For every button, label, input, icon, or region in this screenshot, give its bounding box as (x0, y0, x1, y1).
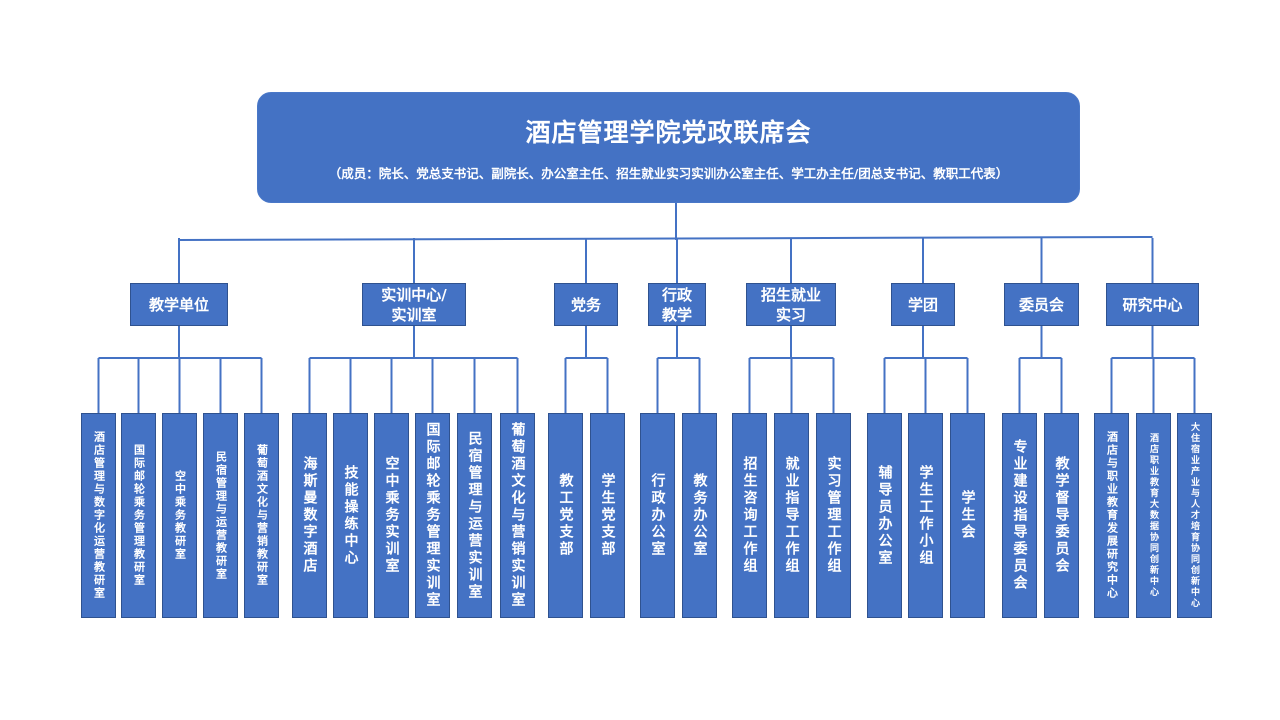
sub-unit-label: 教学督导委员会 (1053, 456, 1070, 575)
sub-unit-label: 葡萄酒文化与营销实训室 (509, 422, 526, 609)
root-subtitle: （成员：院长、党总支书记、副院长、办公室主任、招生就业实习实训办公室主任、学工办… (328, 166, 1009, 181)
sub-unit-label: 民宿管理与运营教研室 (214, 450, 228, 581)
sub-unit-node[interactable]: 酒店与职业教育发展研究中心 (1094, 413, 1129, 618)
unit-student-league[interactable]: 学团 (891, 283, 955, 326)
sub-unit-node[interactable]: 空中乘务实训室 (374, 413, 409, 618)
unit-party-affairs[interactable]: 党务 (554, 283, 618, 326)
sub-unit-label: 空中乘务教研室 (173, 470, 187, 561)
sub-unit-node[interactable]: 教务办公室 (682, 413, 717, 618)
sub-unit-label: 招生咨询工作组 (741, 456, 758, 575)
sub-unit-label: 海斯曼数字酒店 (301, 456, 318, 575)
sub-unit-node[interactable]: 大住宿业产业与人才培育协同创新中心 (1177, 413, 1212, 618)
sub-unit-node[interactable]: 海斯曼数字酒店 (292, 413, 327, 618)
sub-unit-label: 就业指导工作组 (783, 456, 800, 575)
sub-unit-label: 行政办公室 (649, 473, 666, 558)
sub-unit-label: 国际邮轮乘务管理教研室 (132, 444, 146, 587)
sub-unit-node[interactable]: 行政办公室 (640, 413, 675, 618)
sub-unit-label: 实习管理工作组 (825, 456, 842, 575)
sub-unit-label: 技能操练中心 (342, 464, 359, 567)
sub-unit-label: 教务办公室 (691, 473, 708, 558)
sub-unit-node[interactable]: 实习管理工作组 (816, 413, 851, 618)
unit-admission-employment[interactable]: 招生就业实习 (746, 283, 836, 326)
sub-unit-label: 葡萄酒文化与营销教研室 (255, 444, 269, 587)
sub-unit-node[interactable]: 学生党支部 (590, 413, 625, 618)
sub-unit-node[interactable]: 技能操练中心 (333, 413, 368, 618)
sub-unit-node[interactable]: 招生咨询工作组 (732, 413, 767, 618)
root-node[interactable]: 酒店管理学院党政联席会 （成员：院长、党总支书记、副院长、办公室主任、招生就业实… (257, 92, 1080, 203)
sub-unit-node[interactable]: 民宿管理与运营实训室 (457, 413, 492, 618)
sub-unit-node[interactable]: 学生工作小组 (908, 413, 943, 618)
sub-unit-node[interactable]: 酒店管理与数字化运营教研室 (81, 413, 116, 618)
sub-unit-label: 空中乘务实训室 (383, 456, 400, 575)
sub-unit-label: 学生会 (959, 490, 976, 541)
sub-unit-label: 教工党支部 (557, 473, 574, 558)
sub-unit-node[interactable]: 学生会 (950, 413, 985, 618)
connector-line (178, 236, 1153, 241)
sub-unit-node[interactable]: 国际邮轮乘务管理教研室 (121, 413, 156, 618)
root-title: 酒店管理学院党政联席会 (525, 118, 812, 147)
sub-unit-label: 酒店管理与数字化运营教研室 (92, 431, 106, 600)
sub-unit-node[interactable]: 民宿管理与运营教研室 (203, 413, 238, 618)
unit-committee[interactable]: 委员会 (1004, 283, 1079, 326)
sub-unit-node[interactable]: 教学督导委员会 (1044, 413, 1079, 618)
sub-unit-label: 学生党支部 (599, 473, 616, 558)
unit-training-center[interactable]: 实训中心/实训室 (362, 283, 466, 326)
sub-unit-label: 国际邮轮乘务管理实训室 (424, 422, 441, 609)
sub-unit-node[interactable]: 葡萄酒文化与营销实训室 (500, 413, 535, 618)
sub-unit-label: 专业建设指导委员会 (1011, 439, 1028, 592)
sub-unit-node[interactable]: 酒店职业教育大数据协同创新中心 (1136, 413, 1171, 618)
sub-unit-node[interactable]: 葡萄酒文化与营销教研室 (244, 413, 279, 618)
sub-unit-label: 民宿管理与运营实训室 (466, 430, 483, 601)
sub-unit-node[interactable]: 就业指导工作组 (774, 413, 809, 618)
unit-teaching[interactable]: 教学单位 (130, 283, 228, 326)
sub-unit-label: 酒店与职业教育发展研究中心 (1105, 431, 1119, 600)
sub-unit-node[interactable]: 空中乘务教研室 (162, 413, 197, 618)
sub-unit-label: 大住宿业产业与人才培育协同创新中心 (1189, 422, 1199, 609)
unit-research-center[interactable]: 研究中心 (1106, 283, 1199, 326)
sub-unit-node[interactable]: 国际邮轮乘务管理实训室 (415, 413, 450, 618)
sub-unit-node[interactable]: 辅导员办公室 (867, 413, 902, 618)
sub-unit-label: 酒店职业教育大数据协同创新中心 (1148, 433, 1158, 598)
sub-unit-node[interactable]: 专业建设指导委员会 (1002, 413, 1037, 618)
sub-unit-label: 辅导员办公室 (876, 464, 893, 567)
sub-unit-label: 学生工作小组 (917, 464, 934, 567)
sub-unit-node[interactable]: 教工党支部 (548, 413, 583, 618)
unit-admin-teaching[interactable]: 行政教学 (648, 283, 706, 326)
